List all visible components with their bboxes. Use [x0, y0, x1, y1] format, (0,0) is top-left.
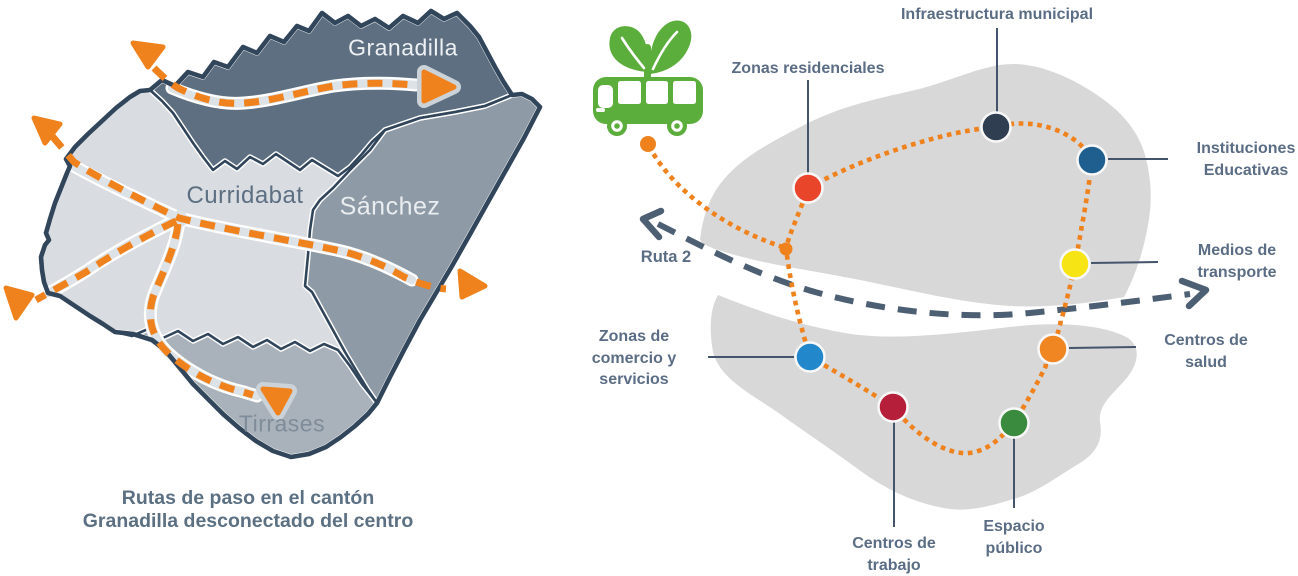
schematic-diagram [593, 20, 1210, 527]
caption-line-1: Rutas de paso en el cantón [121, 487, 375, 509]
node-dot-educativas [1076, 144, 1108, 176]
node-dot-infraestructura [980, 111, 1012, 143]
ruta2-arrow-left [639, 207, 665, 241]
route-start-dot [640, 136, 656, 152]
leader-salud [1068, 346, 1137, 349]
transit-route-dashes [34, 65, 447, 399]
bus-windshield [598, 85, 613, 108]
ruta2-arrow-right [1178, 277, 1210, 310]
district-label-curridabat: Curridabat [186, 182, 304, 209]
node-label-salud: Centros de salud [1164, 330, 1248, 373]
city-blobs [700, 63, 1151, 510]
label-line: servicios [599, 371, 669, 388]
label-line: Centros de [1164, 332, 1248, 349]
district-label-tirrases: Tirrases [238, 410, 326, 437]
route-arrow-southwest [3, 285, 35, 321]
ruta2-dashed-line [639, 207, 1210, 319]
map-caption: Rutas de paso en el cantón Granadilla de… [83, 487, 414, 533]
eco-bus-icon [593, 20, 703, 136]
route-dotted [646, 121, 1096, 456]
node-label-comercio: Zonas de comercio y servicios [592, 326, 676, 391]
route-arrow-southeast [457, 268, 488, 300]
route-small-dots [640, 136, 793, 256]
district-label-granadilla: Granadilla [348, 34, 458, 61]
node-dot-transporte [1059, 248, 1091, 280]
label-line: Medios de [1197, 242, 1277, 259]
label-line: Zonas residenciales [731, 60, 885, 77]
leader-transporte [1090, 261, 1159, 264]
label-line: Zonas de [598, 328, 670, 345]
label-line: transporte [1197, 263, 1277, 281]
label-line: Educativas [1203, 161, 1289, 179]
node-label-transporte: Medios de transporte [1197, 240, 1276, 283]
route-arrow-granadilla [421, 69, 457, 104]
ruta2-label: Ruta 2 [641, 247, 691, 269]
node-dot-espacio [998, 407, 1030, 439]
node-label-espacio: Espacio público [983, 516, 1044, 559]
bus-wheel-hub [614, 123, 620, 129]
node-label-residenciales: Zonas residenciales [732, 58, 885, 80]
leader-lines [708, 28, 1168, 527]
label-line: Espacio [983, 518, 1045, 535]
caption-line-2: Granadilla desconectado del centro [82, 510, 414, 532]
route-arrow-west [31, 115, 63, 146]
blob-bottom [710, 295, 1137, 510]
route-junction-dot [779, 242, 793, 256]
route-arrows [3, 40, 488, 416]
label-line: salud [1185, 353, 1227, 371]
label-line: Ruta 2 [640, 248, 692, 266]
node-dot-residenciales [792, 172, 824, 204]
node-dot-trabajo [877, 391, 909, 423]
node-dot-comercio [794, 341, 826, 373]
bus-front-light [596, 108, 605, 112]
label-line: Infraestructura municipal [900, 6, 1094, 23]
leaf-right [649, 20, 692, 75]
bus-window [646, 81, 668, 104]
route-arrow-northwest [130, 40, 166, 70]
bus-window [618, 81, 641, 104]
node-label-educativas: Instituciones Educativas [1197, 138, 1296, 181]
district-label-sanchez: Sánchez [339, 192, 441, 221]
node-dot-salud [1037, 333, 1069, 365]
bus-wheel-hub [674, 123, 680, 129]
node-label-infraestructura: Infraestructura municipal [901, 4, 1093, 26]
canton-map [3, 11, 540, 457]
bus-window [673, 81, 696, 104]
label-line: público [985, 539, 1043, 557]
node-label-trabajo: Centros de trabajo [852, 533, 936, 576]
label-line: Instituciones [1196, 140, 1296, 157]
label-line: comercio y [591, 349, 677, 367]
label-line: Centros de [852, 535, 936, 552]
route-arrow-tirrases [260, 386, 293, 416]
label-line: trabajo [867, 556, 921, 574]
